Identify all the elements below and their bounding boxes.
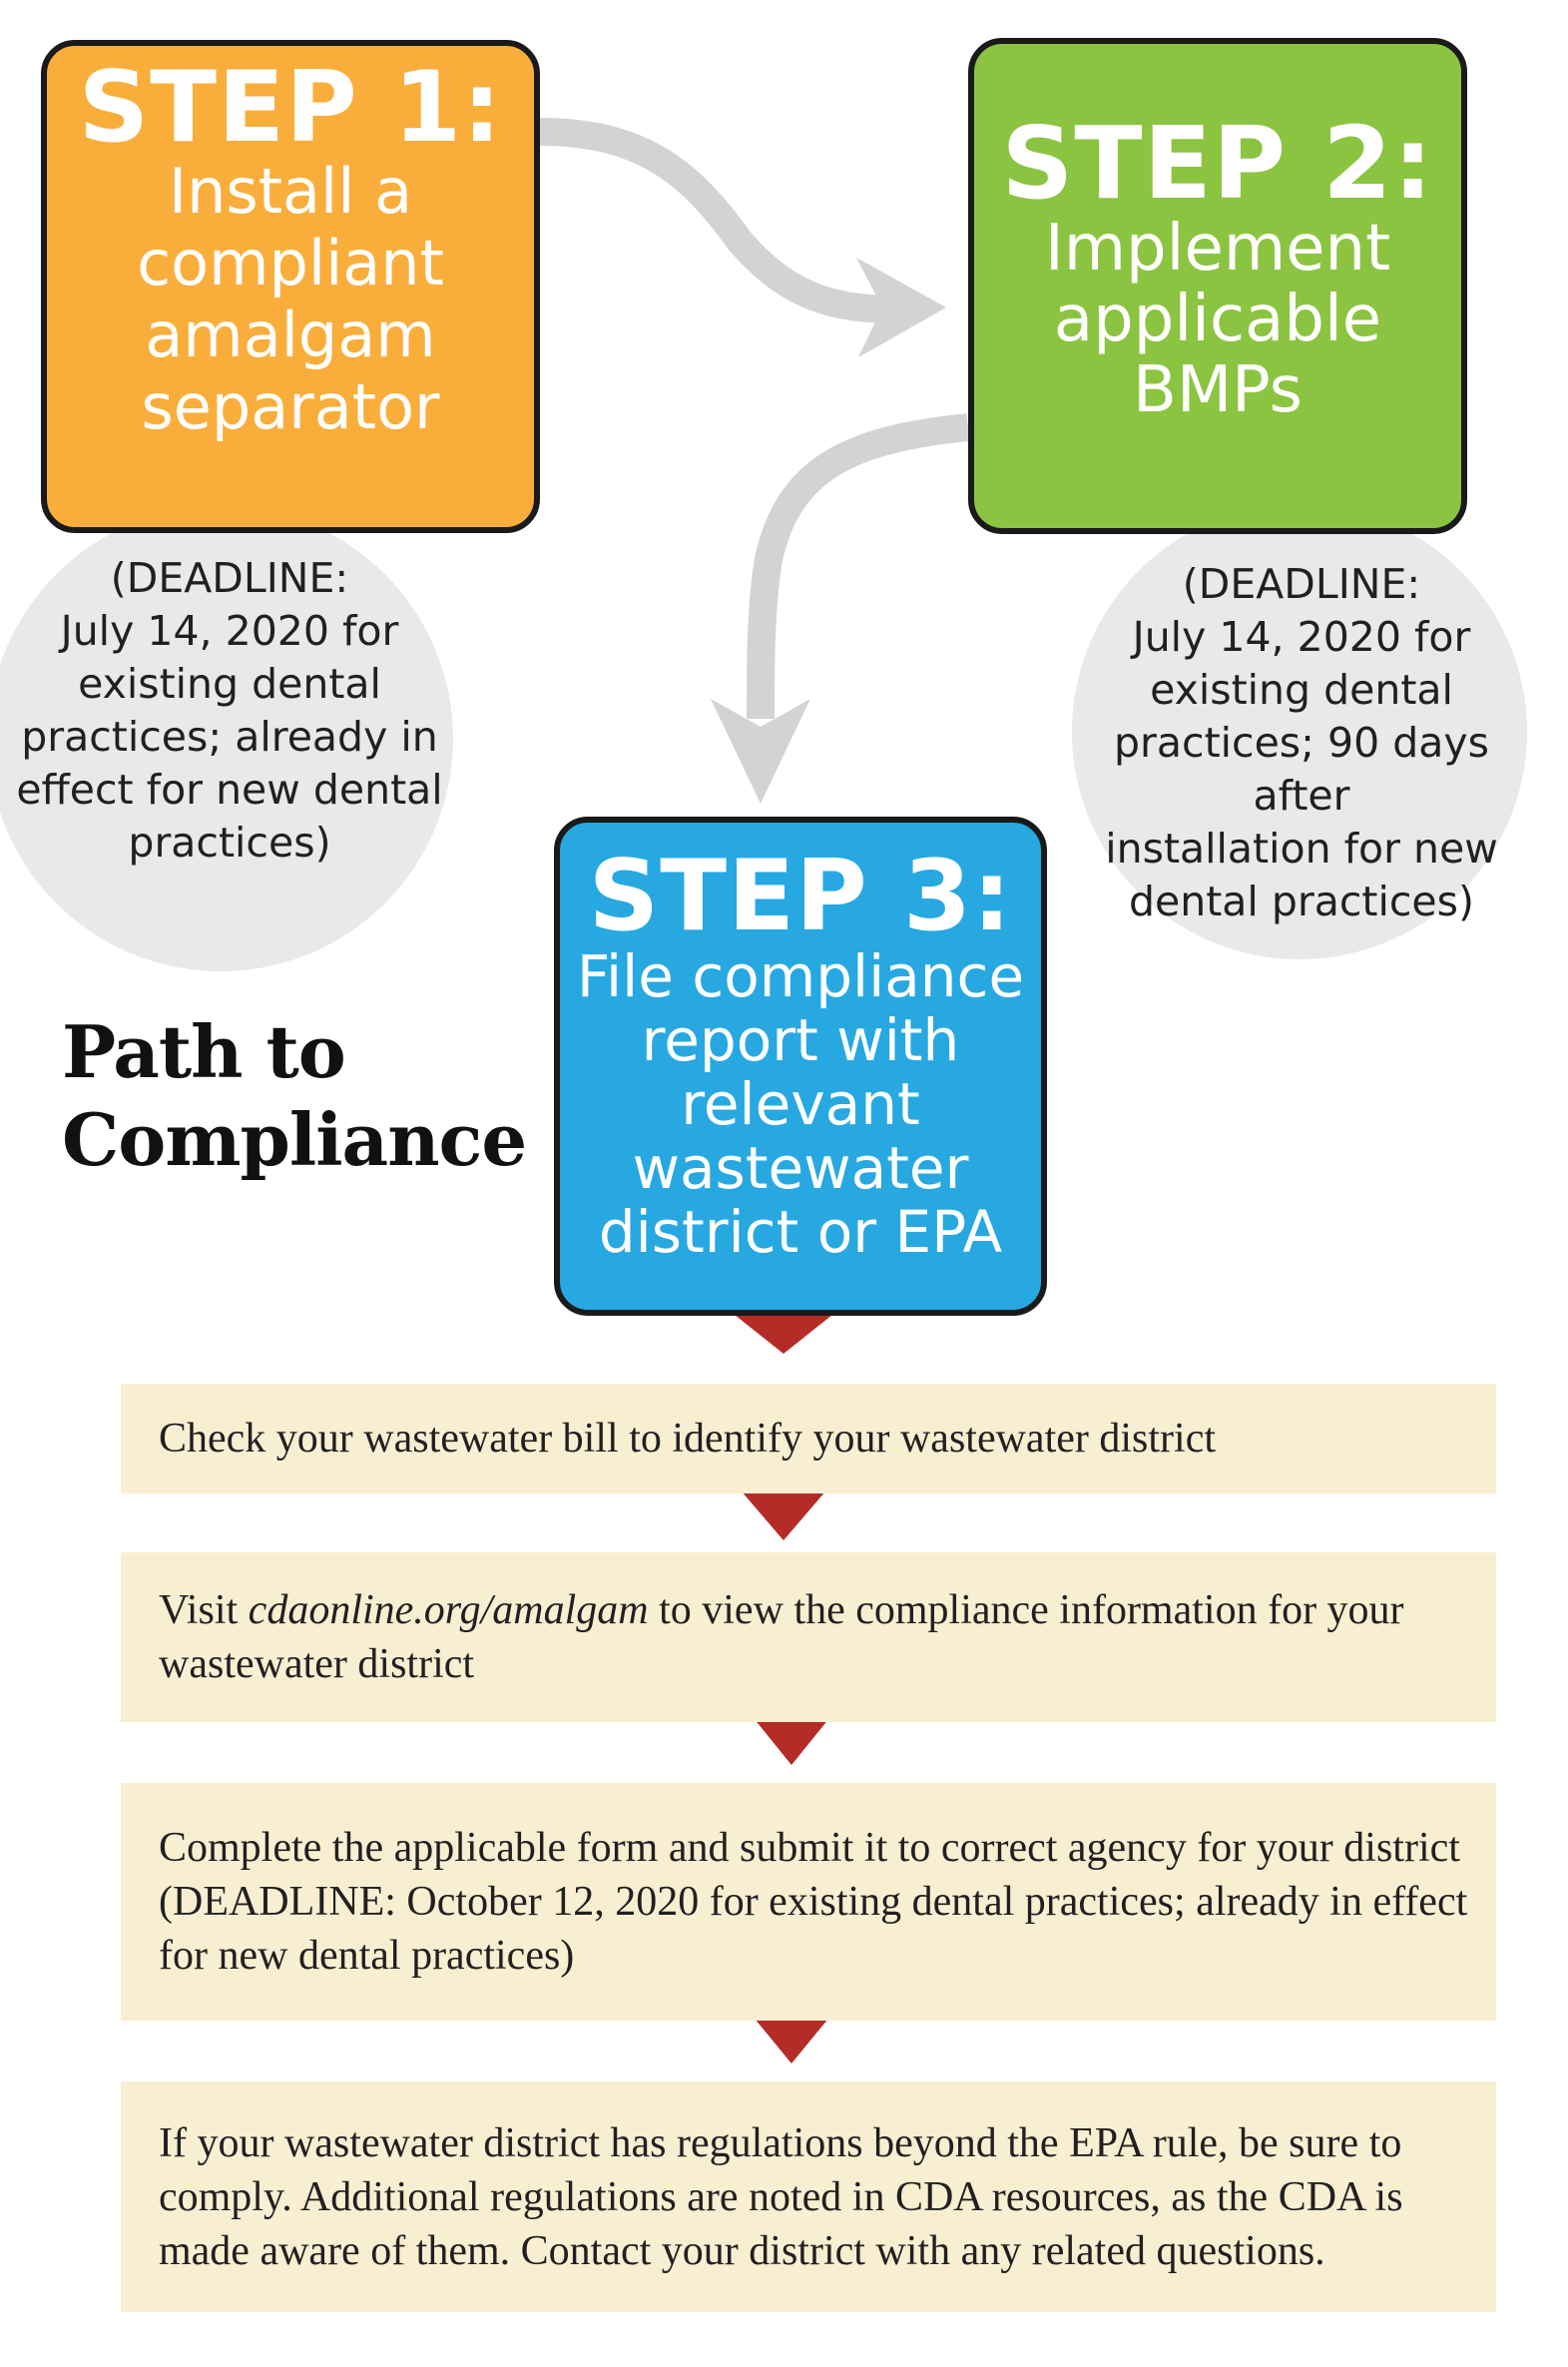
arrow-step2-to-step3 <box>747 413 970 720</box>
info-step-visit-site: Visit cdaonline.org/amalgam to view the … <box>121 1552 1496 1722</box>
step-3-box: STEP 3: File compliance report with rele… <box>554 817 1047 1316</box>
deadline-circle-step2 <box>1072 504 1527 959</box>
arrow-head-step3 <box>711 699 810 804</box>
info-step-text: Visit cdaonline.org/amalgam to view the … <box>159 1583 1496 1691</box>
step-2-description: Implement applicable BMPs <box>1044 212 1391 427</box>
info-step-text: If your wastewater district has regulati… <box>159 2119 1403 2274</box>
page-title: Path to Compliance <box>62 1009 527 1182</box>
deadline-text-step1: (DEADLINE: July 14, 2020 for existing de… <box>16 554 443 867</box>
info-step-local-regulations: If your wastewater district has regulati… <box>121 2081 1496 2312</box>
info-step-check-bill: Check your wastewater bill to identify y… <box>121 1384 1496 1493</box>
arrow-head-step2 <box>856 258 946 357</box>
step-3-title: STEP 3: <box>588 840 1013 953</box>
step-2-title: STEP 2: <box>1001 105 1434 222</box>
arrow-step1-to-step2 <box>539 118 899 323</box>
step-1-description: Install a compliant amalgam separator <box>137 155 444 443</box>
info-step-text: Check your wastewater bill to identify y… <box>159 1416 1217 1462</box>
cda-amalgam-link[interactable]: cdaonline.org/amalgam <box>248 1587 649 1633</box>
step-1-box: STEP 1: Install a compliant amalgam sepa… <box>41 40 540 533</box>
info-step-submit-form: Complete the applicable form and submit … <box>121 1783 1496 2021</box>
info-text-after-link: to view the compliance information for y… <box>159 1587 1404 1687</box>
step-2-box: STEP 2: Implement applicable BMPs <box>968 38 1467 534</box>
deadline-circle-step1 <box>0 506 453 971</box>
step-1-title: STEP 1: <box>78 51 503 165</box>
info-text-before-link: Visit <box>159 1587 249 1633</box>
down-triangle-0 <box>730 1311 837 1354</box>
deadline-text-step2: (DEADLINE: July 14, 2020 for existing de… <box>1105 560 1498 925</box>
step-3-description: File compliance report with relevant was… <box>576 942 1025 1266</box>
info-step-text: Complete the applicable form and submit … <box>159 1825 1468 1979</box>
